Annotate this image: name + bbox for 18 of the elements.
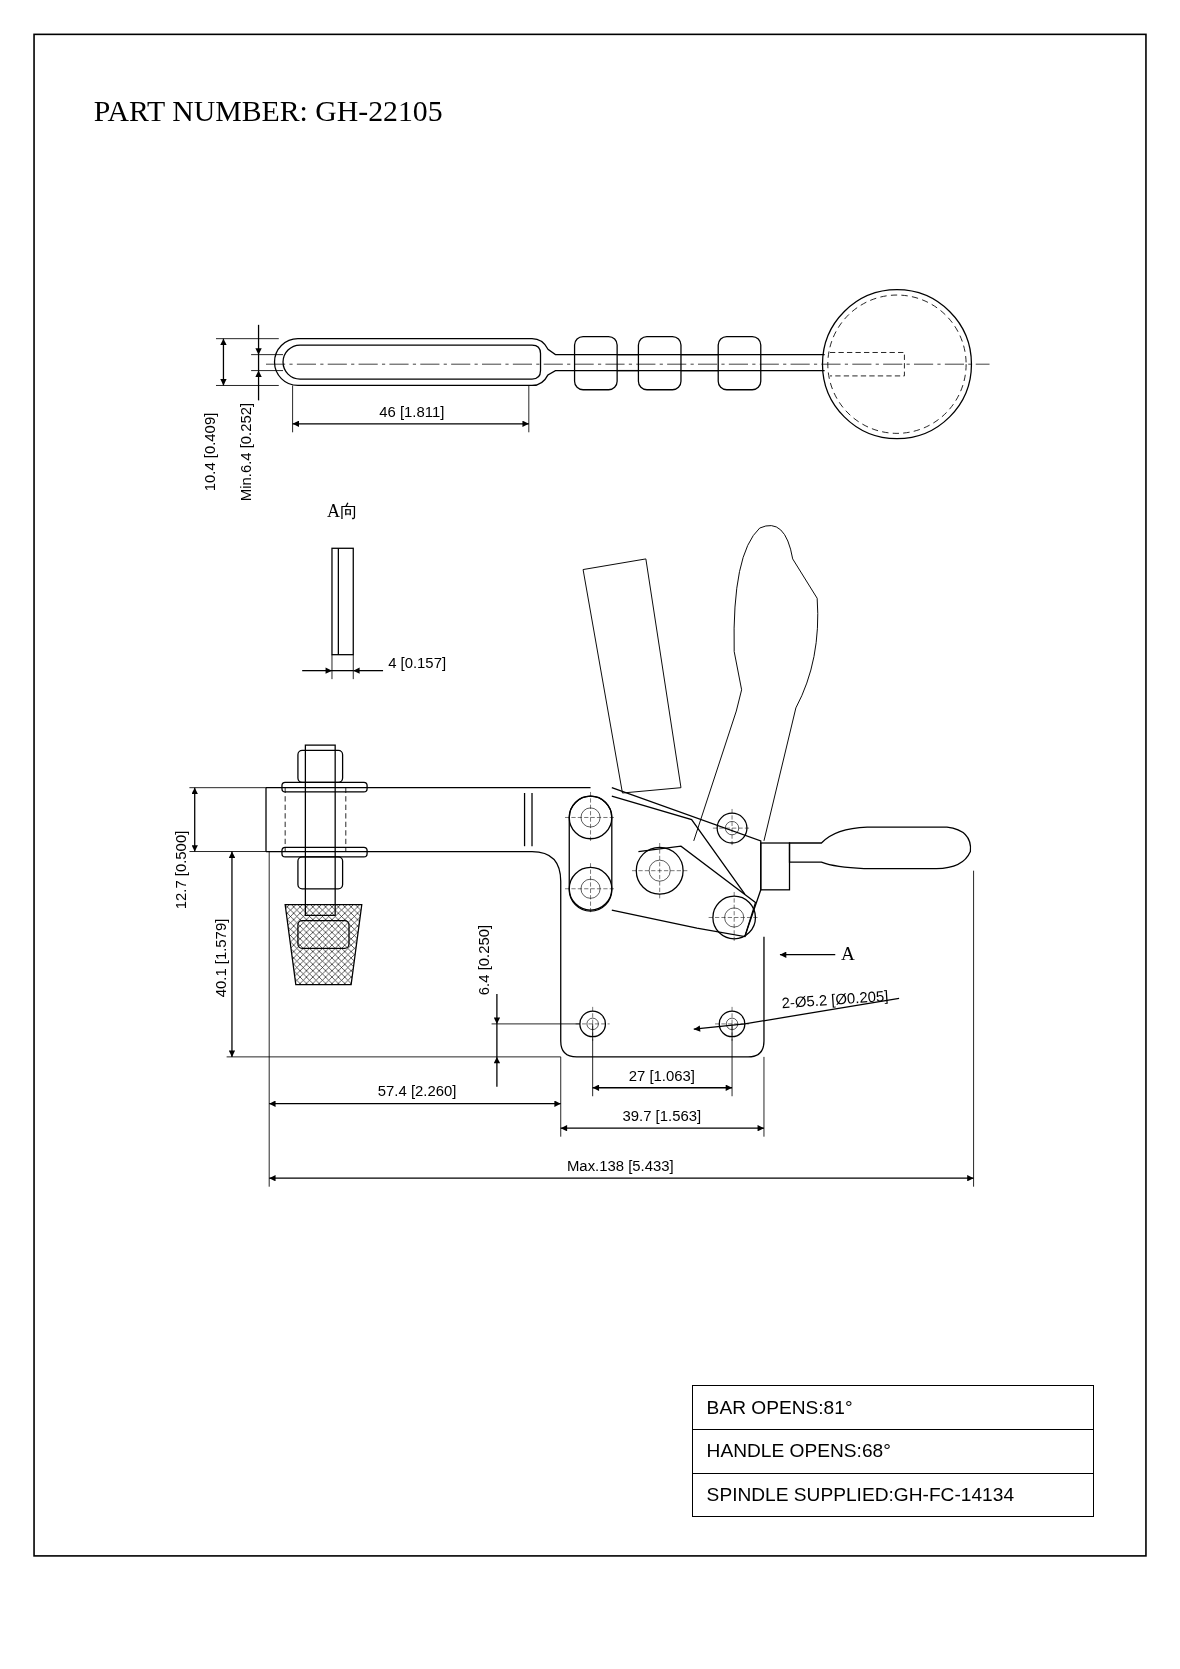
dimension-label: Min.6.4 [0.252] (238, 403, 254, 502)
dimension-label: 2-Ø5.2 [Ø0.205] (781, 989, 889, 1012)
table-row: BAR OPENS:81° (691, 1385, 1094, 1430)
view-label: A向 (327, 501, 359, 520)
title: PART NUMBER: GH-22105 (93, 95, 443, 126)
dimension-label: 57.4 [2.260] (377, 1083, 457, 1099)
dimension-label: 12.7 [0.500] (173, 831, 189, 910)
view-label: A (841, 944, 855, 964)
table-row: HANDLE OPENS:68° (691, 1428, 1094, 1474)
dimension-label: 40.1 [1.579] (213, 918, 229, 997)
dimension-label: 4 [0.157] (388, 655, 447, 671)
dimension-label: 39.7 [1.563] (622, 1108, 702, 1124)
dimension-label: Max.138 [5.433] (566, 1158, 674, 1174)
dimension-label: 46 [1.811] (379, 404, 445, 420)
table-row: SPINDLE SUPPLIED:GH-FC-14134 (691, 1472, 1094, 1518)
dimension-label: 6.4 [0.250] (476, 924, 492, 995)
dimension-label: 10.4 [0.409] (202, 412, 218, 492)
dimension-label: 27 [1.063] (628, 1068, 695, 1084)
